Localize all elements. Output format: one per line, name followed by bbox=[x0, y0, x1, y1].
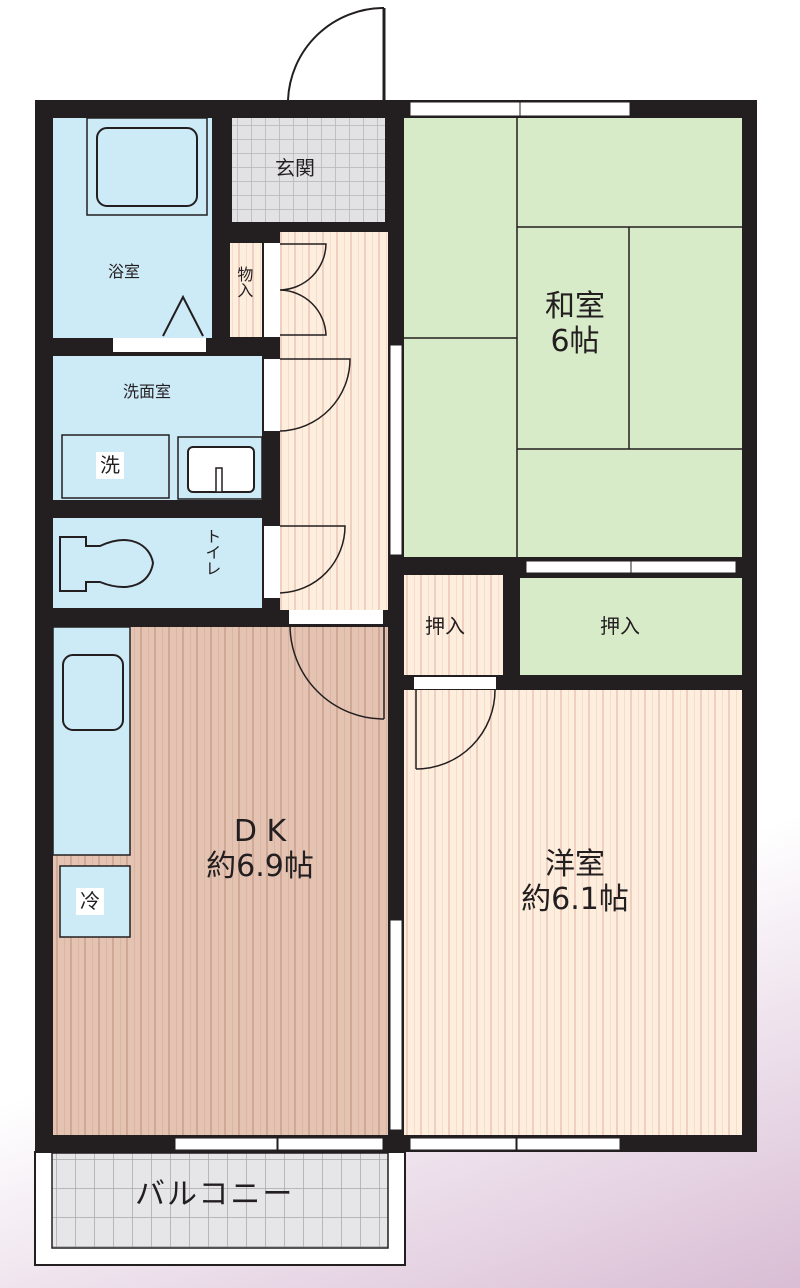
toilet-door[interactable] bbox=[279, 525, 346, 594]
washroom-door[interactable] bbox=[279, 358, 351, 432]
label-closet-large: 押入 bbox=[600, 614, 640, 638]
closet-small bbox=[404, 575, 503, 675]
western-room bbox=[404, 690, 742, 1135]
hallway bbox=[280, 232, 388, 610]
western-room-door[interactable] bbox=[415, 689, 496, 770]
label-japanese-room: 和室 6帖 bbox=[520, 289, 630, 359]
toilet-icon bbox=[59, 536, 155, 592]
storage-room bbox=[230, 243, 262, 337]
dk-door[interactable] bbox=[289, 624, 385, 720]
toilet-room bbox=[53, 518, 262, 608]
bathtub-icon bbox=[96, 127, 198, 207]
label-entrance: 玄関 bbox=[275, 156, 315, 180]
kitchen-counter bbox=[52, 626, 131, 856]
label-fridge: 冷 bbox=[76, 888, 104, 915]
label-closet-small: 押入 bbox=[425, 614, 465, 638]
label-washer: 洗 bbox=[96, 452, 124, 479]
label-bath: 浴室 bbox=[108, 262, 141, 281]
western-room-name: 洋室 bbox=[545, 847, 605, 882]
closet-large bbox=[520, 578, 742, 675]
balcony-windows bbox=[174, 1137, 621, 1151]
japanese-room-name: 和室 bbox=[545, 289, 605, 324]
entrance-area bbox=[232, 118, 385, 222]
japanese-room-size: 6帖 bbox=[550, 323, 600, 359]
bath-door[interactable] bbox=[113, 338, 206, 352]
label-washroom: 洗面室 bbox=[123, 382, 172, 401]
western-room-size: 約6.1帖 bbox=[521, 881, 629, 917]
label-toilet: トイレ bbox=[202, 528, 222, 576]
kitchen-sink-icon bbox=[62, 654, 124, 731]
dk-size: 約6.9帖 bbox=[206, 848, 314, 884]
tatami-lines bbox=[404, 118, 742, 557]
label-balcony: バルコニー bbox=[135, 1177, 295, 1212]
label-western-room: 洋室 約6.1帖 bbox=[495, 847, 655, 917]
entrance-door[interactable] bbox=[287, 6, 386, 101]
dk-name: D K bbox=[233, 814, 287, 849]
label-storage: 物入 bbox=[234, 266, 254, 298]
label-dk: D K 約6.9帖 bbox=[180, 814, 340, 884]
